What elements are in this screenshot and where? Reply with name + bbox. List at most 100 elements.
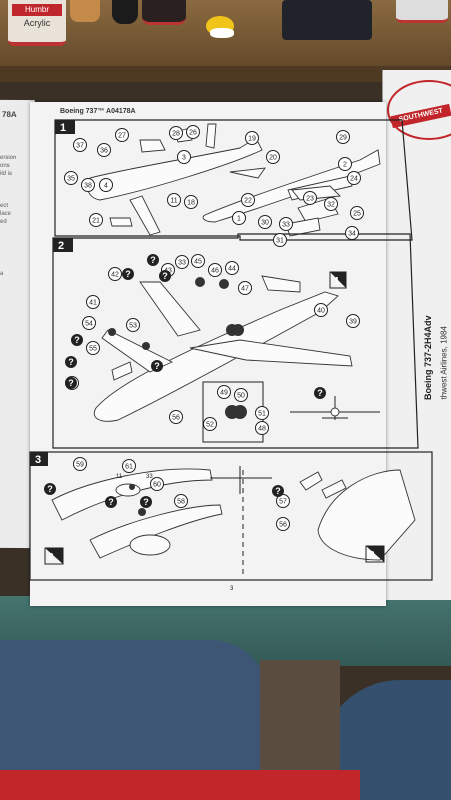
- part-callout-circle: [241, 193, 255, 207]
- part-callout-circle: [245, 131, 259, 145]
- part-callout-circle: [203, 417, 217, 431]
- part-callout-circle: [89, 213, 103, 227]
- part-callout-circle: [303, 191, 317, 205]
- part-callout-circle: [86, 341, 100, 355]
- paint-pot-5: [396, 0, 448, 23]
- panel-2-number: 2: [58, 240, 64, 252]
- part-callout: 59: [76, 462, 84, 469]
- part-callout-circle: [97, 143, 111, 157]
- part-callout: 60: [153, 482, 161, 489]
- paint-unknown-marker: ?: [108, 497, 114, 507]
- panel-3-number: 3: [35, 454, 41, 466]
- part-callout: 28: [172, 131, 180, 138]
- part-callout: 33: [282, 222, 290, 229]
- part-callout: 61: [125, 464, 133, 471]
- part-callout: 19: [248, 136, 256, 143]
- paint-unknown-circle: [71, 334, 83, 346]
- part-callout: 49: [220, 390, 228, 397]
- part-callout: 22: [244, 198, 252, 205]
- part-callout-circle: [177, 150, 191, 164]
- paint-blob-white: [210, 28, 234, 38]
- paint-unknown-circle: [65, 377, 77, 389]
- part-callout: 42: [111, 272, 119, 279]
- small-part-label: 33: [146, 474, 153, 480]
- part-callout: 25: [353, 211, 361, 218]
- paint-unknown-circle: [105, 496, 117, 508]
- paint-unknown-circle: [159, 270, 171, 282]
- paint-unknown-circle: [272, 485, 284, 497]
- part-callout-circle: [346, 314, 360, 328]
- part-callout-circle: [350, 206, 364, 220]
- part-callout: 44: [228, 266, 236, 273]
- part-callout-circle: [73, 457, 87, 471]
- part-callout-circle: [276, 517, 290, 531]
- part-callout-circle: [82, 316, 96, 330]
- part-callout-circle: [150, 477, 164, 491]
- part-callout-circle: [238, 281, 252, 295]
- part-callout: 26: [189, 130, 197, 137]
- part-callout-circle: [345, 226, 359, 240]
- part-callout: 35: [67, 176, 75, 183]
- part-callout: 27: [118, 133, 126, 140]
- part-callout-circle: [122, 459, 136, 473]
- part-callout-circle: [64, 171, 78, 185]
- panel-3-ref-right: 2: [369, 550, 375, 561]
- part-callout-circle: [255, 421, 269, 435]
- paint-pot-type: Acrylic: [23, 18, 51, 28]
- panel-1-number: 1: [60, 122, 66, 134]
- part-callout-circle: [217, 385, 231, 399]
- part-callout-circle: [81, 178, 95, 192]
- part-callout-circle: [266, 150, 280, 164]
- part-callout: 45: [194, 259, 202, 266]
- part-callout-circle: [234, 388, 248, 402]
- part-callout: 56: [172, 415, 180, 422]
- part-callout: 1: [237, 216, 241, 223]
- paint-unknown-marker: ?: [162, 271, 168, 281]
- paint-unknown-circle: [151, 360, 163, 372]
- part-callout: 21: [92, 218, 100, 225]
- part-callout: 40: [317, 308, 325, 315]
- part-callout-circle: [175, 255, 189, 269]
- part-callout: 50: [237, 393, 245, 400]
- part-callout-circle: [169, 126, 183, 140]
- part-callout-circle: [258, 215, 272, 229]
- paint-unknown-circle: [122, 268, 134, 280]
- paint-pot-4: [142, 0, 186, 25]
- part-callout: 20: [269, 155, 277, 162]
- paint-unknown-marker: ?: [68, 357, 74, 367]
- part-callout-circle: [99, 178, 113, 192]
- part-callout-circle: [336, 130, 350, 144]
- part-callout-circle: [167, 193, 181, 207]
- sheet-header: Boeing 737™ A04178A: [60, 108, 136, 115]
- paint-unknown-marker: ?: [47, 484, 53, 494]
- part-callout-circle: [338, 157, 352, 171]
- paint-pot-3: [112, 0, 138, 24]
- paint-unknown-marker: ?: [68, 378, 74, 388]
- paint-unknown-circle: [44, 483, 56, 495]
- part-callout-circle: [191, 254, 205, 268]
- part-callout: 55: [89, 346, 97, 353]
- part-callout-circle: [314, 303, 328, 317]
- paint-unknown-marker: ?: [143, 497, 149, 507]
- panel-3-ref-left: 2: [48, 552, 54, 563]
- part-callout-circle: [279, 217, 293, 231]
- paint-pot-2: [70, 0, 100, 22]
- part-callout: 48: [258, 426, 266, 433]
- paint-pot-brand: Humbr: [12, 4, 62, 16]
- part-callout: 23: [306, 196, 314, 203]
- part-callout-circle: [324, 197, 338, 211]
- part-callout: 2: [343, 162, 347, 169]
- part-callout: 56: [279, 522, 287, 529]
- shelf-edge: [0, 66, 451, 82]
- part-callout: 33: [178, 260, 186, 267]
- part-callout: 32: [327, 202, 335, 209]
- page-number: 3: [230, 586, 234, 592]
- part-callout-circle: [108, 267, 122, 281]
- part-callout: 31: [276, 238, 284, 245]
- part-callout-circle: [208, 263, 222, 277]
- part-callout-circle: [225, 261, 239, 275]
- part-callout: 47: [241, 286, 249, 293]
- part-callout: 4: [104, 183, 108, 190]
- part-callout-circle: [174, 494, 188, 508]
- paint-unknown-marker: ?: [125, 269, 131, 279]
